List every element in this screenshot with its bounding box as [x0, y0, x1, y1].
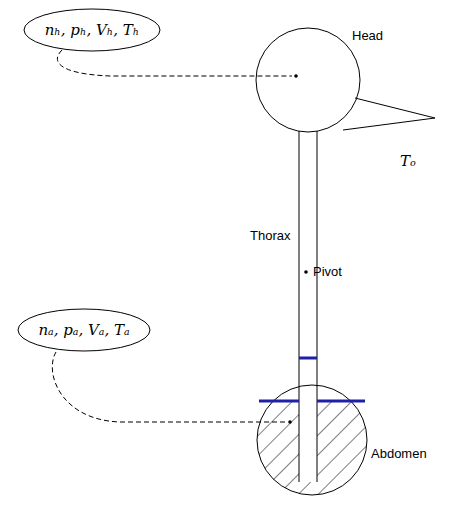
leader-dot [288, 420, 292, 424]
liquid-level [259, 400, 299, 403]
pivot-dot [304, 270, 308, 274]
head-circle [256, 28, 360, 132]
ellipse-outline [18, 309, 150, 351]
beak [343, 98, 435, 130]
leader-dot [294, 74, 298, 78]
state-variables: nₕ, pₕ, Vₕ, Tₕ [45, 21, 140, 39]
callout-ellipse: nₐ, pₐ, Vₐ, Tₐ [17, 308, 151, 352]
part-name: Thorax [250, 228, 290, 243]
tube-interior [299, 402, 317, 482]
part-name: Head [352, 28, 383, 43]
ambient-temperature: Tₒ [400, 152, 416, 170]
tube-wall [317, 131, 318, 482]
abdomen-circle [257, 385, 367, 495]
tube-liquid-level [299, 357, 317, 360]
state-variables: nₐ, pₐ, Vₐ, Tₐ [38, 321, 129, 339]
leader-line [57, 50, 292, 76]
ellipse-outline [24, 9, 160, 51]
liquid-level [317, 400, 365, 403]
liquid-hatch [257, 385, 367, 495]
part-name: Abdomen [371, 446, 427, 461]
tube-wall [299, 131, 300, 482]
callout-ellipse: nₕ, pₕ, Vₕ, Tₕ [23, 8, 161, 52]
leader-line [52, 352, 286, 422]
part-name: Pivot [313, 264, 342, 279]
